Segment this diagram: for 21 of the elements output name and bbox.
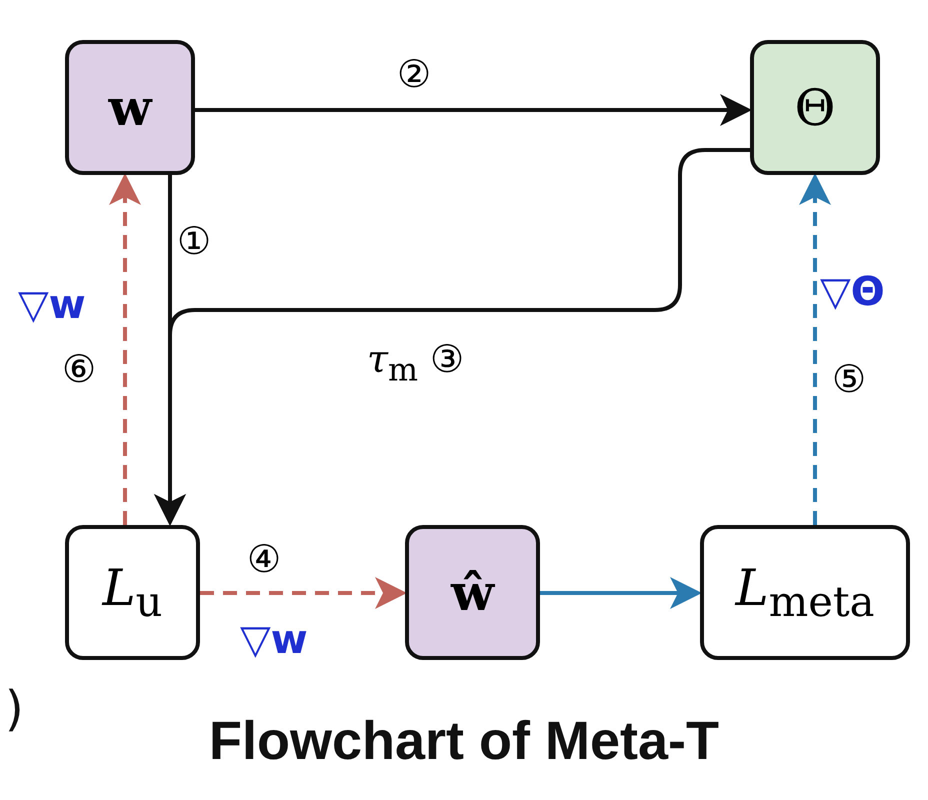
arrow — [195, 94, 752, 126]
node-label: Θ — [794, 78, 836, 136]
dashed-arrow — [799, 173, 831, 525]
gradient-label: ▽w — [240, 620, 308, 660]
title: Flowchart of Meta-T — [208, 710, 720, 772]
process-box — [750, 40, 880, 175]
process-box — [700, 525, 910, 660]
node-label: ŵ — [450, 563, 494, 622]
node-label: L$_{meta}$ — [736, 559, 874, 626]
arrow — [154, 148, 750, 526]
process-box — [405, 525, 540, 660]
dashed-arrow — [200, 577, 407, 609]
process-box — [65, 40, 195, 175]
gradient-label: ▽w — [18, 285, 86, 325]
node-label: w — [108, 78, 152, 137]
arrow — [540, 577, 702, 609]
dashed-arrow — [109, 173, 141, 525]
process-box — [65, 525, 200, 660]
gradient-label: ▽Θ — [820, 272, 885, 312]
node-label: L$_{u}$ — [102, 559, 163, 626]
bracket-text: ) — [5, 685, 24, 733]
